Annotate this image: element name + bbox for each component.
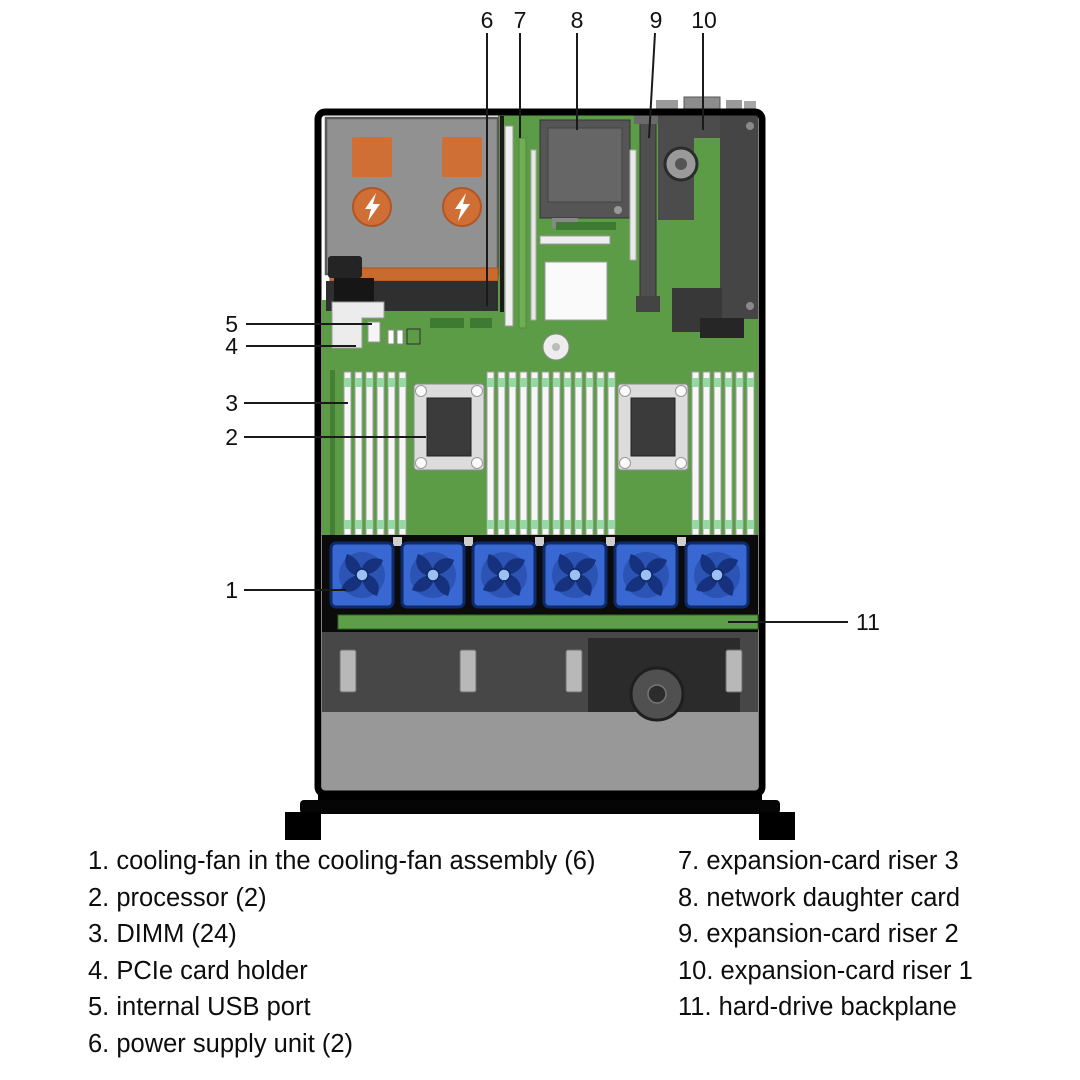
- bay-tab: [565, 649, 583, 693]
- bay-tab: [459, 649, 477, 693]
- callout-number-1: 1: [225, 577, 238, 603]
- callout-number-5: 5: [225, 311, 238, 337]
- legend-item-4: 4. PCIe card holder: [88, 956, 308, 985]
- cooling-fan: [615, 543, 677, 607]
- callout-numbers: 6 7 8 9 10 5 4 3 2 1 11: [225, 7, 880, 635]
- legend-item-8: 8. network daughter card: [678, 883, 961, 912]
- chassis-foot: [759, 812, 795, 840]
- legend-column-left: 1. cooling-fan in the cooling-fan assemb…: [88, 843, 595, 1062]
- processor-1: [413, 383, 485, 471]
- psu-label-square: [352, 137, 392, 177]
- callout-lines: [244, 32, 848, 623]
- callout-line-9: [648, 32, 656, 139]
- callout-number-11: 11: [856, 609, 880, 635]
- power-supply-unit: [324, 116, 500, 311]
- legend-item-6: 6. power supply unit (2): [88, 1029, 354, 1058]
- network-daughter-card: [539, 119, 631, 245]
- legend-column-right: 7. expansion-card riser 3 8. network dau…: [678, 843, 973, 1026]
- processor-2: [617, 383, 689, 471]
- cooling-fan: [331, 543, 393, 607]
- expansion-card-riser-1: [658, 114, 758, 338]
- cooling-fan: [402, 543, 464, 607]
- legend-item-11: 11. hard-drive backplane: [678, 993, 957, 1021]
- expansion-card-riser-3: [504, 125, 537, 329]
- legend-item-5: 5. internal USB port: [88, 993, 311, 1021]
- hard-drive-backplane: [337, 614, 759, 630]
- callout-number-7: 7: [514, 7, 527, 33]
- legend-item-3: 3. DIMM (24): [88, 920, 237, 948]
- callout-number-10: 10: [691, 7, 717, 33]
- callout-number-8: 8: [571, 7, 584, 33]
- internal-usb-port: [367, 321, 421, 345]
- cooling-fan: [544, 543, 606, 607]
- bay-tab: [339, 649, 357, 693]
- board-label: [544, 261, 608, 321]
- legend-item-9: 9. expansion-card riser 2: [678, 920, 959, 948]
- drive-bay: [322, 632, 758, 794]
- psu-connector: [328, 256, 362, 278]
- callout-number-2: 2: [225, 424, 238, 450]
- psu-label-square: [442, 137, 482, 177]
- legend-item-1: 1. cooling-fan in the cooling-fan assemb…: [88, 847, 596, 875]
- chassis-foot: [285, 812, 321, 840]
- legend-item-10: 10. expansion-card riser 1: [678, 956, 973, 985]
- legend-item-2: 2. processor (2): [88, 883, 267, 912]
- cooling-fan: [686, 543, 748, 607]
- server-diagram: 6 7 8 9 10 5 4 3 2 1 11: [225, 7, 880, 840]
- callout-number-9: 9: [650, 7, 663, 33]
- cooling-fan: [473, 543, 535, 607]
- callout-number-6: 6: [481, 7, 494, 33]
- callout-number-3: 3: [225, 390, 238, 416]
- legend-item-7: 7. expansion-card riser 3: [678, 847, 959, 875]
- callout-number-4: 4: [225, 333, 238, 359]
- bay-tab: [725, 649, 743, 693]
- chassis-base: [285, 794, 795, 840]
- dimm-slots: [343, 371, 755, 536]
